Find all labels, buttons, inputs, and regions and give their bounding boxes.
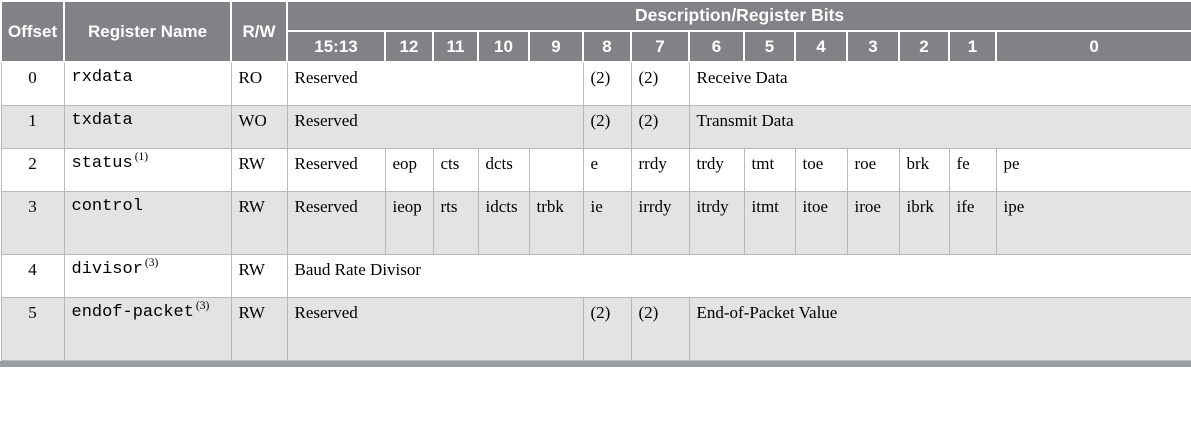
bit-field-value: itrdy bbox=[688, 190, 745, 255]
header-bit-10: 10 bbox=[477, 29, 530, 63]
bit-field-value: fe bbox=[948, 147, 997, 192]
register-name-text: divisor bbox=[71, 259, 143, 279]
bit-field-value: (2) bbox=[582, 296, 632, 361]
bit-field-value: Receive Data bbox=[688, 61, 1191, 106]
header-bit-4: 4 bbox=[794, 29, 848, 63]
bit-field-empty bbox=[528, 147, 584, 192]
bit-field-value: (2) bbox=[630, 296, 690, 361]
bit-field-value: Baud Rate Divisor bbox=[286, 253, 1191, 298]
bit-field-value: End-of-Packet Value bbox=[688, 296, 1191, 361]
register-name-text: txdata bbox=[71, 110, 133, 130]
bit-field-value: Reserved bbox=[286, 296, 584, 361]
rw-value: RW bbox=[230, 190, 288, 255]
register-name-value: divisor(3) bbox=[63, 253, 232, 298]
header-bit-9: 9 bbox=[528, 29, 584, 63]
header-bit-6: 6 bbox=[688, 29, 745, 63]
bit-field-value: iroe bbox=[846, 190, 900, 255]
bit-field-value: (2) bbox=[582, 61, 632, 106]
bit-field-value: Reserved bbox=[286, 104, 584, 149]
bit-field-value: (2) bbox=[582, 104, 632, 149]
header-bit-3: 3 bbox=[846, 29, 900, 63]
bit-field-value: ibrk bbox=[898, 190, 950, 255]
register-name-value: status(1) bbox=[63, 147, 232, 192]
rw-value: RO bbox=[230, 61, 288, 106]
register-name-text: control bbox=[71, 196, 143, 216]
header-bit-11: 11 bbox=[432, 29, 479, 63]
bit-field-value: dcts bbox=[477, 147, 530, 192]
register-name-text: status bbox=[71, 153, 133, 173]
bit-field-value: rts bbox=[432, 190, 479, 255]
register-name-text: endof-packet bbox=[71, 302, 194, 322]
register-name-value: rxdata bbox=[63, 61, 232, 106]
offset-value: 5 bbox=[0, 296, 65, 361]
header-register-name: Register Name bbox=[63, 0, 232, 63]
bit-field-value: Reserved bbox=[286, 61, 584, 106]
bit-field-value: roe bbox=[846, 147, 900, 192]
bit-field-value: ie bbox=[582, 190, 632, 255]
bit-field-value: Transmit Data bbox=[688, 104, 1191, 149]
bit-field-value: pe bbox=[995, 147, 1191, 192]
offset-value: 0 bbox=[0, 61, 65, 106]
register-name-text: rxdata bbox=[71, 67, 133, 87]
bit-field-value: e bbox=[582, 147, 632, 192]
bit-field-value: brk bbox=[898, 147, 950, 192]
bit-field-value: eop bbox=[384, 147, 434, 192]
bit-field-value: trbk bbox=[528, 190, 584, 255]
header-rw: R/W bbox=[230, 0, 288, 63]
bit-field-value: idcts bbox=[477, 190, 530, 255]
header-bit-0: 0 bbox=[994, 29, 1191, 63]
bit-field-value: (2) bbox=[630, 104, 690, 149]
rw-value: RW bbox=[230, 253, 288, 298]
bit-field-value: Reserved bbox=[286, 190, 386, 255]
bit-field-value: itoe bbox=[794, 190, 848, 255]
bottom-rule bbox=[0, 360, 1191, 367]
rw-value: RW bbox=[230, 147, 288, 192]
bit-field-value: cts bbox=[432, 147, 479, 192]
header-bit-1: 1 bbox=[948, 29, 997, 63]
bit-field-value: (2) bbox=[630, 61, 690, 106]
table-header: Offset Register Name R/W Description/Reg… bbox=[0, 0, 1191, 63]
register-name-value: txdata bbox=[63, 104, 232, 149]
header-bit-5: 5 bbox=[743, 29, 796, 63]
offset-value: 1 bbox=[0, 104, 65, 149]
footnote-marker: (3) bbox=[144, 256, 159, 269]
header-description-group: Description/Register Bits bbox=[285, 0, 1191, 32]
rw-value: RW bbox=[230, 296, 288, 361]
offset-value: 2 bbox=[0, 147, 65, 192]
register-map-table: Offset Register Name R/W Description/Reg… bbox=[0, 0, 1191, 361]
header-bit-2: 2 bbox=[898, 29, 950, 63]
header-bit-12: 12 bbox=[384, 29, 434, 63]
header-bit-8: 8 bbox=[582, 29, 632, 63]
footnote-marker: (3) bbox=[195, 299, 210, 312]
header-bit-15-13: 15:13 bbox=[286, 29, 386, 63]
bit-field-value: tmt bbox=[743, 147, 796, 192]
rw-value: WO bbox=[230, 104, 288, 149]
bit-field-value: ieop bbox=[384, 190, 434, 255]
header-bit-7: 7 bbox=[630, 29, 690, 63]
register-name-value: control bbox=[63, 190, 232, 255]
offset-value: 4 bbox=[0, 253, 65, 298]
footnote-marker: (1) bbox=[134, 150, 149, 163]
register-name-value: endof-packet(3) bbox=[63, 296, 232, 361]
header-row-top: Offset Register Name R/W Description/Reg… bbox=[0, 0, 1191, 63]
bit-field-value: rrdy bbox=[630, 147, 690, 192]
bit-field-value: irrdy bbox=[630, 190, 690, 255]
bit-field-value: ife bbox=[948, 190, 997, 255]
bit-field-value: toe bbox=[794, 147, 848, 192]
bit-field-value: ipe bbox=[995, 190, 1191, 255]
bit-field-value: itmt bbox=[743, 190, 796, 255]
header-offset: Offset bbox=[0, 0, 65, 63]
offset-value: 3 bbox=[0, 190, 65, 255]
bit-field-value: trdy bbox=[688, 147, 745, 192]
bit-field-value: Reserved bbox=[286, 147, 386, 192]
